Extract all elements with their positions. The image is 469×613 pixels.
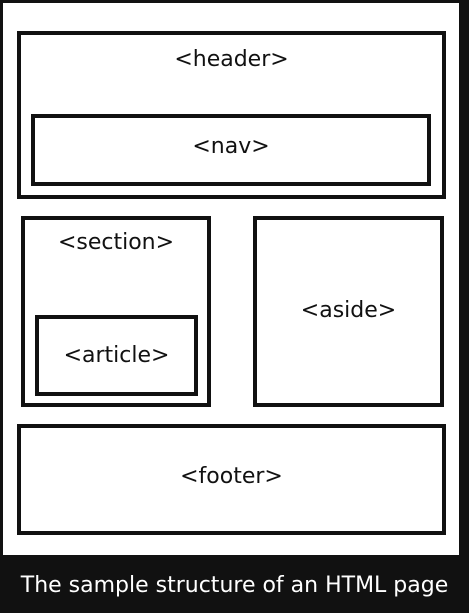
diagram-panel: <header> <nav> <section> <article> <asid… [3,3,459,555]
section-label: <section> [57,230,175,255]
header-label: <header> [174,47,289,72]
nav-box: <nav> [31,114,431,186]
nav-label: <nav> [192,134,270,159]
header-box: <header> <nav> [17,31,446,199]
aside-box: <aside> [253,216,444,407]
figure-caption: The sample structure of an HTML page [20,573,449,598]
section-box: <section> <article> [21,216,211,407]
article-box: <article> [35,315,198,396]
article-label: <article> [63,343,170,368]
aside-label: <aside> [300,298,397,323]
footer-label: <footer> [180,464,283,489]
footer-box: <footer> [17,424,446,535]
